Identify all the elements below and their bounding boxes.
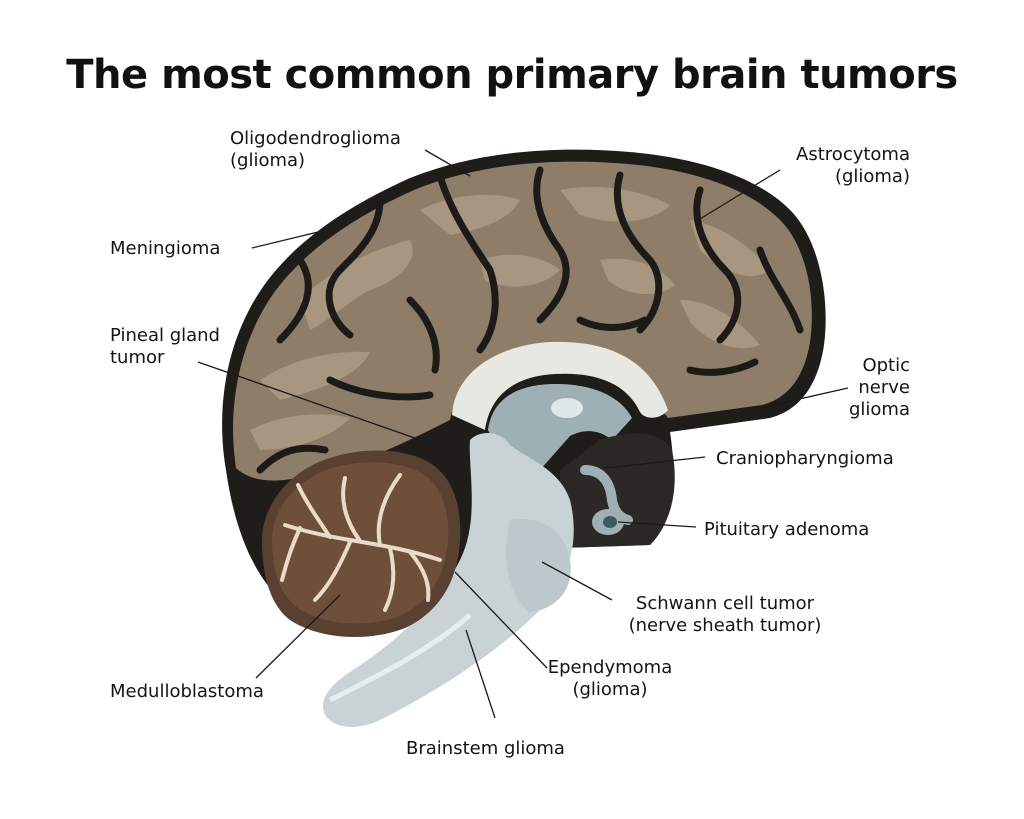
label-optic-nerve-glioma: Optic nerve glioma [800, 355, 910, 421]
label-oligodendroglioma-line2: (glioma) [230, 150, 306, 171]
diagram-title: The most common primary brain tumors [66, 52, 958, 98]
label-pineal-gland-tumor: Pineal gland tumor [110, 325, 220, 369]
label-ependymoma-line1: Ependymoma [547, 657, 673, 678]
leader-lines [197, 149, 849, 719]
cerebral-cortex [233, 161, 812, 481]
label-pineal-line1: Pineal gland [110, 325, 220, 346]
arbor-vitae [280, 473, 442, 612]
label-medulloblastoma-line1: Medulloblastoma [110, 681, 264, 702]
leader-oligodendroglioma [424, 149, 471, 177]
leader-craniopharyngioma [605, 456, 706, 469]
label-ependymoma: Ependymoma (glioma) [535, 657, 685, 701]
leader-brainstem [465, 629, 496, 719]
leader-astrocytoma [694, 169, 781, 223]
sulci [256, 166, 804, 474]
gyri [250, 186, 770, 450]
leader-meningioma [251, 231, 319, 249]
pons [506, 519, 571, 612]
label-brainstem-line1: Brainstem glioma [406, 738, 565, 759]
label-optic-line1: Optic [862, 355, 910, 376]
label-craniopharyngioma: Craniopharyngioma [716, 448, 894, 470]
leader-pineal [197, 361, 467, 457]
label-optic-line3: glioma [848, 399, 910, 420]
label-craniopharyngioma-line1: Craniopharyngioma [716, 448, 894, 469]
label-brainstem-glioma: Brainstem glioma [406, 738, 565, 760]
label-schwann-line1: Schwann cell tumor [635, 593, 815, 614]
label-medulloblastoma: Medulloblastoma [110, 681, 264, 703]
ventricle-highlight [551, 398, 583, 418]
leader-optic [741, 387, 849, 413]
label-oligodendroglioma: Oligodendroglioma (glioma) [230, 128, 401, 172]
label-astrocytoma: Astrocytoma (glioma) [760, 144, 910, 188]
label-optic-line2: nerve [858, 377, 910, 398]
label-astrocytoma-line1: Astrocytoma [796, 144, 910, 165]
label-oligodendroglioma-line1: Oligodendroglioma [230, 128, 401, 149]
label-astrocytoma-line2: (glioma) [834, 166, 910, 187]
leader-medulloblastoma [255, 594, 341, 679]
leader-ependymoma [454, 571, 548, 669]
ventricle [488, 383, 632, 470]
label-schwann-line2: (nerve sheath tumor) [628, 615, 822, 636]
label-schwann-cell-tumor: Schwann cell tumor (nerve sheath tumor) [610, 593, 840, 637]
leader-schwann [541, 561, 613, 601]
label-meningioma-line1: Meningioma [110, 238, 221, 259]
label-ependymoma-line2: (glioma) [572, 679, 648, 700]
label-pituitary-adenoma: Pituitary adenoma [704, 519, 869, 541]
hypothalamus-region [560, 433, 675, 548]
leader-pituitary [617, 521, 697, 528]
label-pineal-line2: tumor [110, 347, 165, 368]
label-meningioma: Meningioma [110, 238, 220, 260]
corpus-callosum [452, 341, 668, 430]
label-pituitary-line1: Pituitary adenoma [704, 519, 870, 540]
